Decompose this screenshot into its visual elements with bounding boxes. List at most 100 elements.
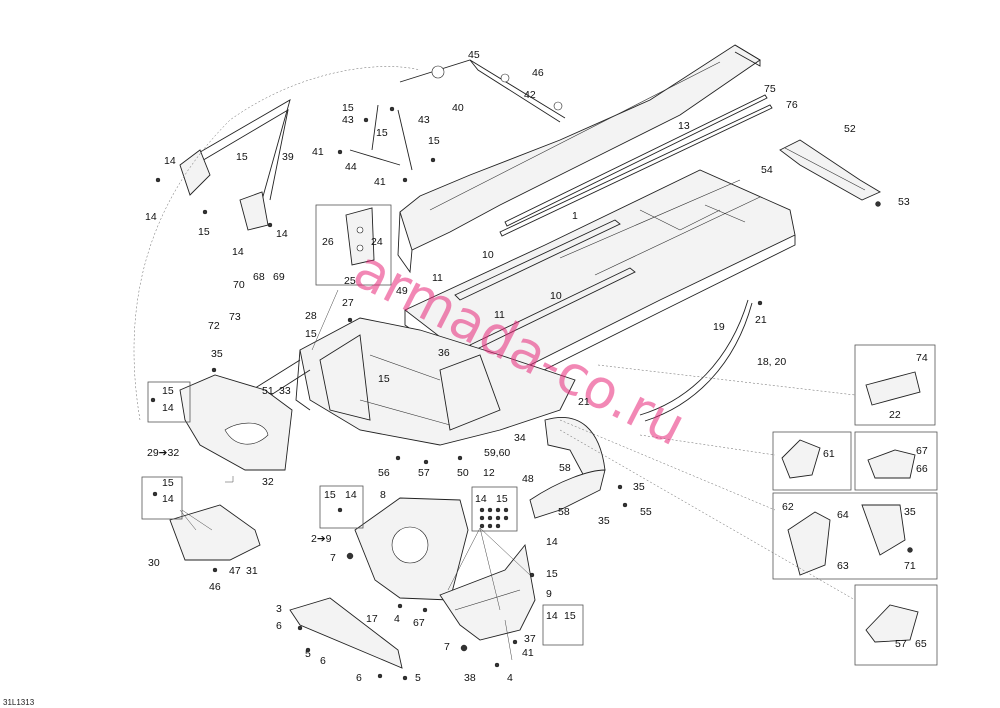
callout-59-60: 59,60 [484, 447, 510, 459]
callout-32: 32 [262, 476, 274, 488]
callout-labels: 45 46 42 40 15 43 15 43 41 15 44 41 75 7… [145, 49, 928, 684]
callout-58: 58 [559, 462, 571, 474]
callout-39: 39 [282, 151, 294, 163]
callout-15: 15 [546, 568, 558, 580]
callout-14: 14 [232, 246, 244, 258]
callout-63: 63 [837, 560, 849, 572]
callout-12: 12 [483, 467, 495, 479]
box-14-15-a [147, 381, 191, 423]
box-14-15-b [141, 476, 183, 520]
callout-14: 14 [546, 610, 558, 622]
callout-69: 69 [273, 271, 285, 283]
callout-28: 28 [305, 310, 317, 322]
box-61 [772, 431, 852, 491]
box-62-64-71 [772, 492, 938, 580]
box-57-65 [854, 584, 938, 666]
callout-21: 21 [578, 396, 590, 408]
callout-40: 40 [452, 102, 464, 114]
callout-67: 67 [916, 445, 928, 457]
callout-46: 46 [532, 67, 544, 79]
callout-5: 5 [415, 672, 421, 684]
callout-15: 15 [162, 477, 174, 489]
callout-45: 45 [468, 49, 480, 61]
callout-75: 75 [764, 83, 776, 95]
callout-17: 17 [366, 613, 378, 625]
callout-52: 52 [844, 123, 856, 135]
callout-14: 14 [164, 155, 176, 167]
callout-3: 3 [276, 603, 282, 615]
callout-41: 41 [374, 176, 386, 188]
callout-5: 5 [305, 648, 311, 660]
callout-73: 73 [229, 311, 241, 323]
callout-15: 15 [378, 373, 390, 385]
callout-27: 27 [342, 297, 354, 309]
front-frame [295, 317, 576, 446]
callout-61: 61 [823, 448, 835, 460]
callout-35: 35 [211, 348, 223, 360]
callout-48: 48 [522, 473, 534, 485]
callout-57: 57 [418, 467, 430, 479]
callout-58: 58 [558, 506, 570, 518]
callout-14: 14 [162, 402, 174, 414]
callout-70: 70 [233, 279, 245, 291]
callout-21: 21 [755, 314, 767, 326]
callout-15: 15 [198, 226, 210, 238]
callout-71: 71 [904, 560, 916, 572]
callout-64: 64 [837, 509, 849, 521]
hardware-bolts [150, 106, 913, 681]
callout-1: 1 [572, 210, 578, 222]
callout-35: 35 [633, 481, 645, 493]
tunnel-chassis [404, 169, 796, 383]
callout-37: 37 [524, 633, 536, 645]
callout-72: 72 [208, 320, 220, 332]
callout-6: 6 [356, 672, 362, 684]
callout-46: 46 [209, 581, 221, 593]
rail-strips [499, 94, 773, 237]
callout-65: 65 [915, 638, 927, 650]
callout-15: 15 [428, 135, 440, 147]
callout-4: 4 [394, 613, 400, 625]
callout-15: 15 [564, 610, 576, 622]
callout-67: 67 [413, 617, 425, 629]
callout-29-32: 29➔32 [147, 447, 179, 459]
lower-crossmember [439, 543, 536, 641]
callout-24: 24 [371, 236, 383, 248]
callout-74: 74 [916, 352, 928, 364]
callout-9: 9 [546, 588, 552, 600]
callout-42: 42 [524, 89, 536, 101]
callout-14: 14 [475, 493, 487, 505]
callout-50: 50 [457, 467, 469, 479]
box-14-15-c [319, 485, 364, 529]
callout-15: 15 [236, 151, 248, 163]
callout-15: 15 [496, 493, 508, 505]
callout-41: 41 [312, 146, 324, 158]
callout-47: 47 [229, 565, 241, 577]
callout-15: 15 [305, 328, 317, 340]
box-14-15-e [542, 604, 584, 646]
callout-53: 53 [898, 196, 910, 208]
callout-76: 76 [786, 99, 798, 111]
callout-31: 31 [246, 565, 258, 577]
callout-15: 15 [376, 127, 388, 139]
callout-13: 13 [678, 120, 690, 132]
front-bumper-plate [179, 374, 293, 471]
front-strut [133, 66, 421, 421]
callout-10: 10 [550, 290, 562, 302]
steering-column-rod [349, 59, 566, 171]
callout-66: 66 [916, 463, 928, 475]
box-14-15-d [471, 486, 518, 532]
callout-14: 14 [345, 489, 357, 501]
callout-14: 14 [546, 536, 558, 548]
callout-26: 26 [322, 236, 334, 248]
callout-8: 8 [380, 489, 386, 501]
callout-6: 6 [320, 655, 326, 667]
callout-43: 43 [418, 114, 430, 126]
box-22-74 [854, 344, 936, 426]
callout-30: 30 [148, 557, 160, 569]
callout-68: 68 [253, 271, 265, 283]
callout-34: 34 [514, 432, 526, 444]
rear-shock-bracket [639, 299, 753, 422]
callout-19: 19 [713, 321, 725, 333]
figure-code: 31L1313 [3, 698, 35, 707]
